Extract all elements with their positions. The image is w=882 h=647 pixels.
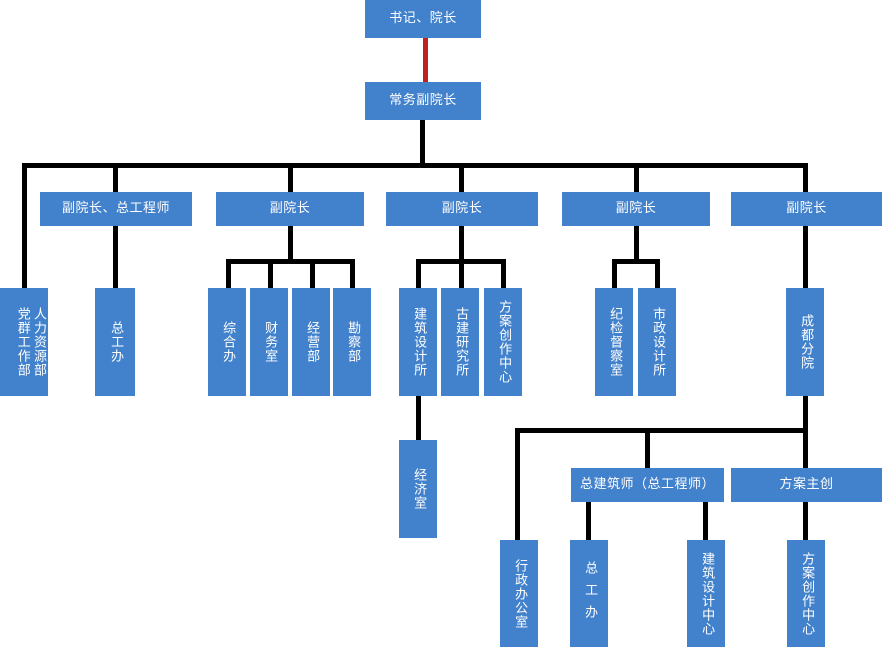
node-survey-dept[interactable]: 勘察部 [333, 288, 371, 396]
node-hr-and-party-work[interactable]: 人力资源部 党群工作部 [0, 288, 48, 396]
node-executive-vp[interactable]: 常务副院长 [365, 82, 481, 120]
connector-vp2-to-finance-office [268, 259, 273, 288]
node-economy-office[interactable]: 经济室 [399, 440, 437, 538]
connector-vp-bus [22, 163, 808, 168]
connector-vp3-to-arch-design-institute [416, 259, 421, 288]
node-admin-office[interactable]: 行政办公室 [500, 540, 538, 647]
connector-vp2-to-general-office [226, 259, 231, 288]
node-chengdu-branch[interactable]: 成都分院 [786, 288, 824, 396]
connector-bus-to-vp-5 [803, 163, 808, 193]
connector-branch-to-admin-office [515, 428, 520, 542]
connector-vp3-to-scheme-creation-center [501, 259, 506, 288]
connector-branch-to-chief-architect [645, 428, 650, 468]
node-arch-design-center[interactable]: 建筑设计中心 [687, 540, 725, 647]
node-discipline-office[interactable]: 纪检督察室 [595, 288, 633, 396]
node-vp-2[interactable]: 副院长 [216, 192, 364, 226]
node-secretary-president[interactable]: 书记、院长 [365, 0, 481, 38]
node-branch-scheme-creation-center[interactable]: 方案创作中心 [787, 540, 825, 647]
connector-executive-vp-drop [420, 120, 425, 165]
connector-chengdu-branch-bus [515, 428, 808, 433]
node-scheme-lead[interactable]: 方案主创 [731, 468, 882, 502]
node-party-work-dept-label: 党群工作部 [14, 307, 30, 377]
node-vp-chief-engineer[interactable]: 副院长、总工程师 [40, 192, 192, 226]
connector-president-to-executive-vp [423, 38, 428, 82]
node-finance-office[interactable]: 财务室 [250, 288, 288, 396]
connector-vp2-drop [288, 226, 293, 261]
connector-arch-design-institute-to-economy-office [416, 396, 421, 442]
node-operations-dept[interactable]: 经营部 [292, 288, 330, 396]
connector-vp3-to-ancient-arch-institute [459, 259, 464, 288]
node-branch-chief-engineer-office[interactable]: 总工办 [570, 540, 608, 647]
node-arch-design-institute[interactable]: 建筑设计所 [399, 288, 437, 396]
connector-vp1-to-chief-engineer-office [113, 226, 118, 288]
node-chief-architect[interactable]: 总建筑师（总工程师） [571, 468, 724, 502]
node-vp-4[interactable]: 副院长 [562, 192, 710, 226]
connector-bus-to-vp-3 [459, 163, 464, 193]
connector-bus-to-vp-4 [634, 163, 639, 193]
node-chief-engineer-office[interactable]: 总工办 [95, 288, 135, 396]
connector-vp4-drop [634, 226, 639, 261]
node-general-office[interactable]: 综合办 [208, 288, 246, 396]
connector-vp5-to-chengdu-branch [803, 226, 808, 288]
node-municipal-design-institute[interactable]: 市政设计所 [638, 288, 676, 396]
node-scheme-creation-center[interactable]: 方案创作中心 [484, 288, 522, 396]
connector-bus-to-hr-party [22, 163, 27, 288]
connector-bus-to-vp-chief-engineer [113, 163, 118, 193]
connector-vp4-bus [612, 259, 660, 264]
connector-vp4-to-discipline-office [612, 259, 617, 288]
connector-vp2-to-operations-dept [310, 259, 315, 288]
connector-chief-architect-to-arch-design-center [703, 502, 708, 542]
connector-bus-to-vp-2 [288, 163, 293, 193]
node-hr-dept-label: 人力资源部 [31, 307, 46, 377]
connector-vp4-to-municipal-design-institute [655, 259, 660, 288]
connector-scheme-lead-to-branch-scheme-creation-center [803, 502, 808, 542]
connector-vp2-to-survey-dept [350, 259, 355, 288]
node-ancient-arch-institute[interactable]: 古建研究所 [441, 288, 479, 396]
connector-chief-architect-to-branch-chief-engineer-office [586, 502, 591, 542]
connector-vp2-bus [226, 259, 355, 264]
node-vp-5[interactable]: 副院长 [731, 192, 882, 226]
node-vp-3[interactable]: 副院长 [386, 192, 538, 226]
connector-vp3-drop [459, 226, 464, 261]
